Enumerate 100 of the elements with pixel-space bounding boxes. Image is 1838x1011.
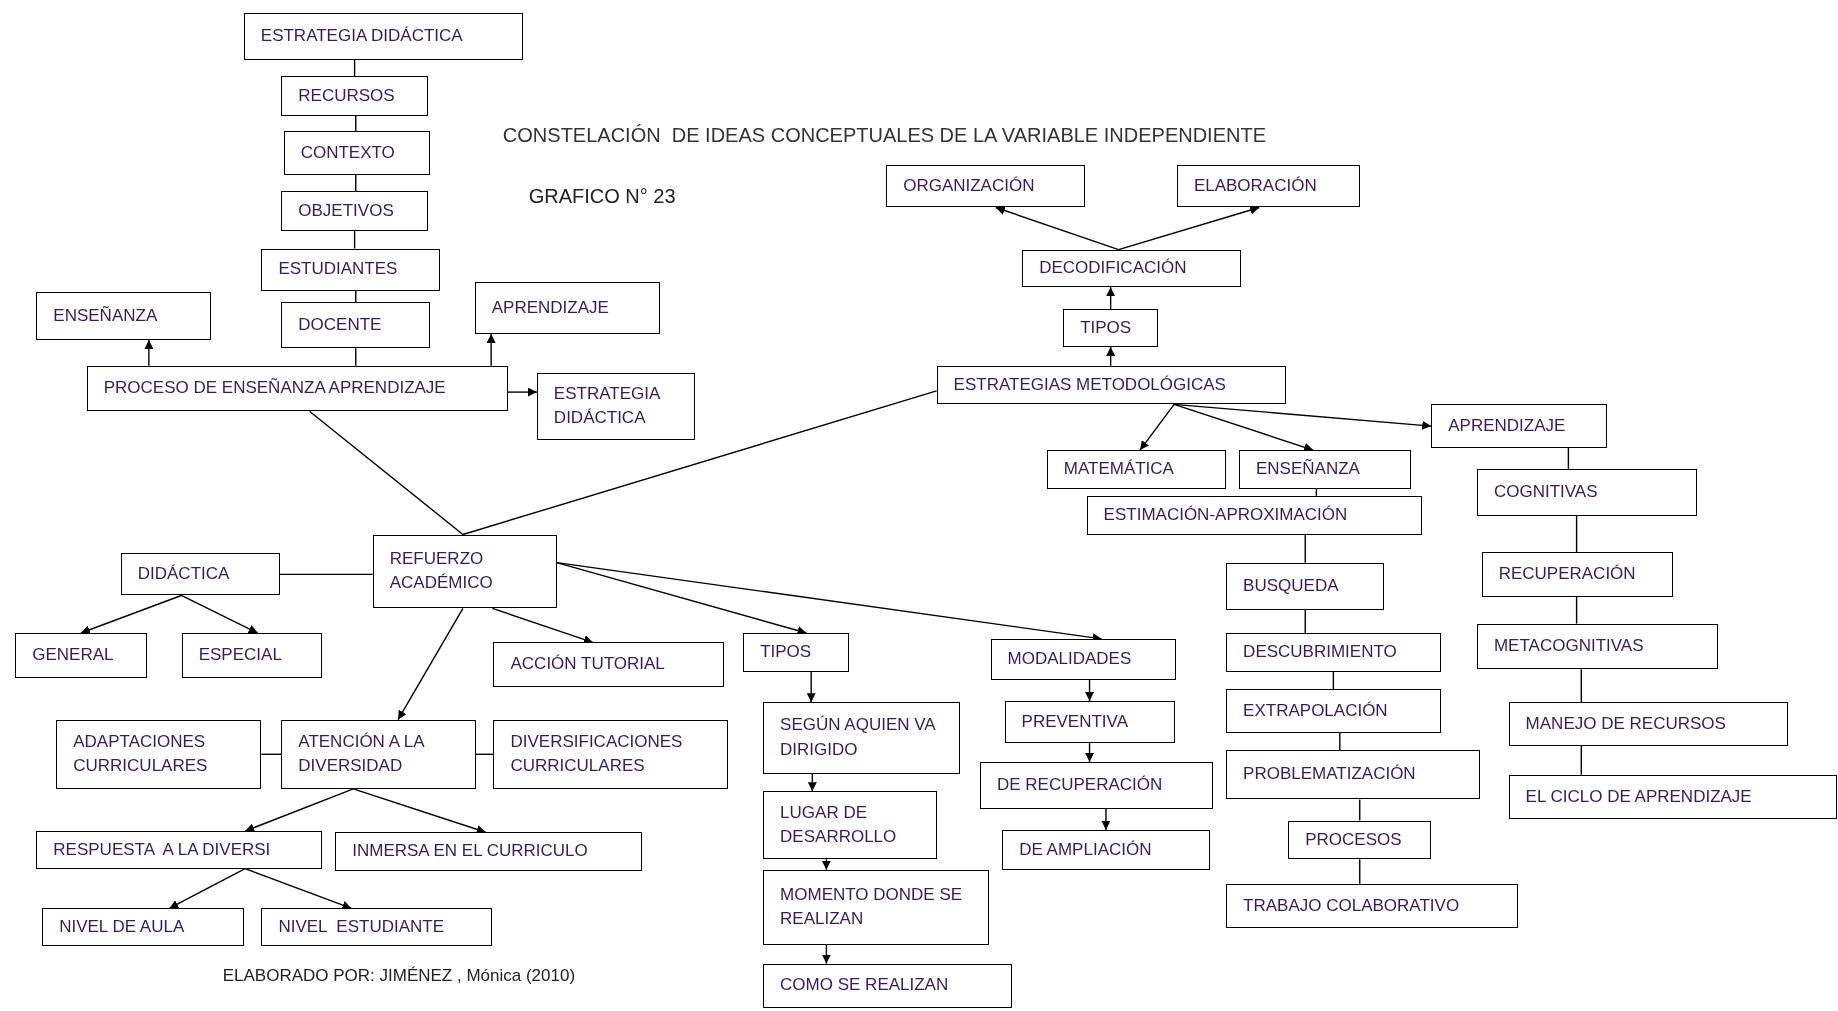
concept-box bbox=[1046, 450, 1227, 489]
concept-label: DOCENTE bbox=[298, 313, 383, 336]
concept-label: INMERSA EN EL CURRICULO bbox=[352, 840, 589, 863]
concept-label: BUSQUEDA bbox=[1243, 574, 1340, 597]
concept-label: PROBLEMATIZACIÓN bbox=[1243, 763, 1417, 786]
arrow bbox=[1101, 808, 1111, 831]
arrow bbox=[806, 670, 816, 703]
concept-box bbox=[1431, 404, 1608, 448]
concept-label: CONTEXTO bbox=[300, 141, 396, 164]
concept-label: METACOGNITIVAS bbox=[1493, 635, 1645, 658]
concept-box bbox=[1004, 700, 1175, 744]
concept-label: LUGAR DE DESARROLLO bbox=[780, 801, 898, 849]
arrow bbox=[506, 387, 538, 397]
concept-label: APRENDIZAJE bbox=[1448, 414, 1567, 437]
arrow bbox=[556, 561, 808, 635]
concept-label: ORGANIZACIÓN bbox=[903, 175, 1036, 198]
concept-label: RECUPERACIÓN bbox=[1498, 563, 1637, 586]
connector-line bbox=[1575, 595, 1578, 625]
concept-label: ENSEÑANZA bbox=[53, 304, 159, 327]
concept-label: DE AMPLIACIÓN bbox=[1019, 838, 1153, 861]
concept-label: TIPOS bbox=[760, 641, 813, 663]
connector-line bbox=[1580, 668, 1582, 703]
arrow bbox=[1117, 205, 1260, 251]
concept-box bbox=[763, 963, 1012, 1009]
concept-box bbox=[243, 12, 523, 60]
arrow bbox=[1173, 403, 1432, 430]
concept-label: COGNITIVAS bbox=[1493, 481, 1599, 503]
arrow bbox=[1106, 346, 1116, 367]
arrow bbox=[821, 858, 831, 871]
concept-label: EL CICLO DE APRENDIZAJE bbox=[1525, 785, 1753, 808]
connector-line bbox=[462, 390, 938, 536]
concept-label: ATENCIÓN A LA DIVERSIDAD bbox=[298, 730, 426, 778]
connector-line bbox=[1575, 515, 1578, 553]
concept-box bbox=[281, 76, 428, 117]
arrow bbox=[352, 788, 487, 834]
connector-line bbox=[1359, 798, 1361, 822]
concept-box bbox=[474, 282, 660, 335]
connector-line bbox=[309, 410, 464, 536]
concept-box bbox=[42, 908, 244, 946]
concept-box bbox=[1226, 750, 1481, 800]
concept-box bbox=[261, 908, 493, 946]
concept-label: REFUERZO ACADÉMICO bbox=[389, 547, 494, 595]
concept-label: TIPOS bbox=[1080, 316, 1133, 339]
concept-box bbox=[536, 372, 696, 440]
concept-box bbox=[281, 191, 428, 231]
concept-box bbox=[1002, 829, 1210, 870]
connector-line bbox=[1580, 744, 1582, 776]
arrow bbox=[80, 594, 182, 635]
concept-box bbox=[372, 534, 557, 609]
concept-label: ACCIÓN TUTORIAL bbox=[510, 653, 666, 676]
concept-label: COMO SE REALIZAN bbox=[780, 974, 950, 997]
concept-box bbox=[493, 719, 728, 789]
concept-box bbox=[1176, 165, 1360, 208]
concept-box bbox=[1481, 552, 1673, 597]
concept-label: DESCUBRIMIENTO bbox=[1243, 641, 1398, 663]
arrow bbox=[491, 607, 594, 644]
concept-box bbox=[1226, 883, 1518, 929]
concept-box bbox=[1239, 450, 1412, 489]
concept-label: DE RECUPERACIÓN bbox=[996, 774, 1164, 797]
concept-box bbox=[283, 131, 431, 175]
concept-box bbox=[36, 831, 323, 869]
concept-label: PROCESO DE ENSEÑANZA APRENDIZAJE bbox=[103, 377, 447, 400]
concept-label: PREVENTIVA bbox=[1021, 710, 1129, 733]
concept-box bbox=[1508, 702, 1788, 746]
concept-box bbox=[56, 719, 262, 789]
arrow bbox=[807, 772, 817, 792]
concept-label: NIVEL ESTUDIANTE bbox=[278, 915, 446, 938]
concept-box bbox=[1476, 468, 1698, 516]
concept-box bbox=[1476, 623, 1719, 670]
arrow bbox=[244, 788, 354, 832]
diagram-title: CONSTELACIÓN DE IDEAS CONCEPTUALES DE LA VARIABLE INDEPENDIENTE bbox=[502, 124, 1266, 148]
concept-label: ENSEÑANZA bbox=[1256, 458, 1361, 481]
concept-box bbox=[36, 291, 211, 340]
concept-box bbox=[1022, 249, 1242, 288]
concept-label: ESTRATEGIAS METODOLÓGICAS bbox=[953, 373, 1227, 396]
arrow bbox=[244, 867, 353, 910]
arrow bbox=[1139, 403, 1175, 451]
concept-label: DECODIFICACIÓN bbox=[1039, 257, 1188, 280]
concept-box bbox=[1226, 562, 1385, 610]
concept-label: EXTRAPOLACIÓN bbox=[1243, 699, 1389, 722]
connector-line bbox=[1304, 533, 1306, 564]
concept-label: RECURSOS bbox=[298, 84, 396, 107]
concept-box bbox=[281, 719, 476, 789]
concept-box bbox=[120, 553, 281, 596]
concept-box bbox=[181, 633, 323, 678]
connector-line bbox=[260, 753, 283, 755]
arrow bbox=[995, 206, 1120, 251]
concept-box bbox=[1288, 820, 1432, 860]
concept-label: OBJETIVOS bbox=[298, 199, 395, 222]
connector-line bbox=[1567, 447, 1570, 470]
connector-line bbox=[279, 573, 374, 576]
author-note: ELABORADO POR: JIMÉNEZ , Mónica (2010) bbox=[222, 965, 576, 986]
concept-label: RESPUESTA A LA DIVERSI bbox=[53, 838, 272, 861]
concept-box bbox=[763, 791, 937, 860]
concept-label: ADAPTACIONES CURRICULARES bbox=[73, 730, 209, 778]
arrow bbox=[397, 607, 464, 721]
concept-label: ESTUDIANTES bbox=[278, 258, 399, 281]
concept-box bbox=[979, 761, 1214, 809]
concept-label: DIVERSIFICACIONES CURRICULARES bbox=[510, 730, 684, 778]
concept-label: SEGÚN AQUIEN VA DIRIGIDO bbox=[780, 714, 937, 761]
